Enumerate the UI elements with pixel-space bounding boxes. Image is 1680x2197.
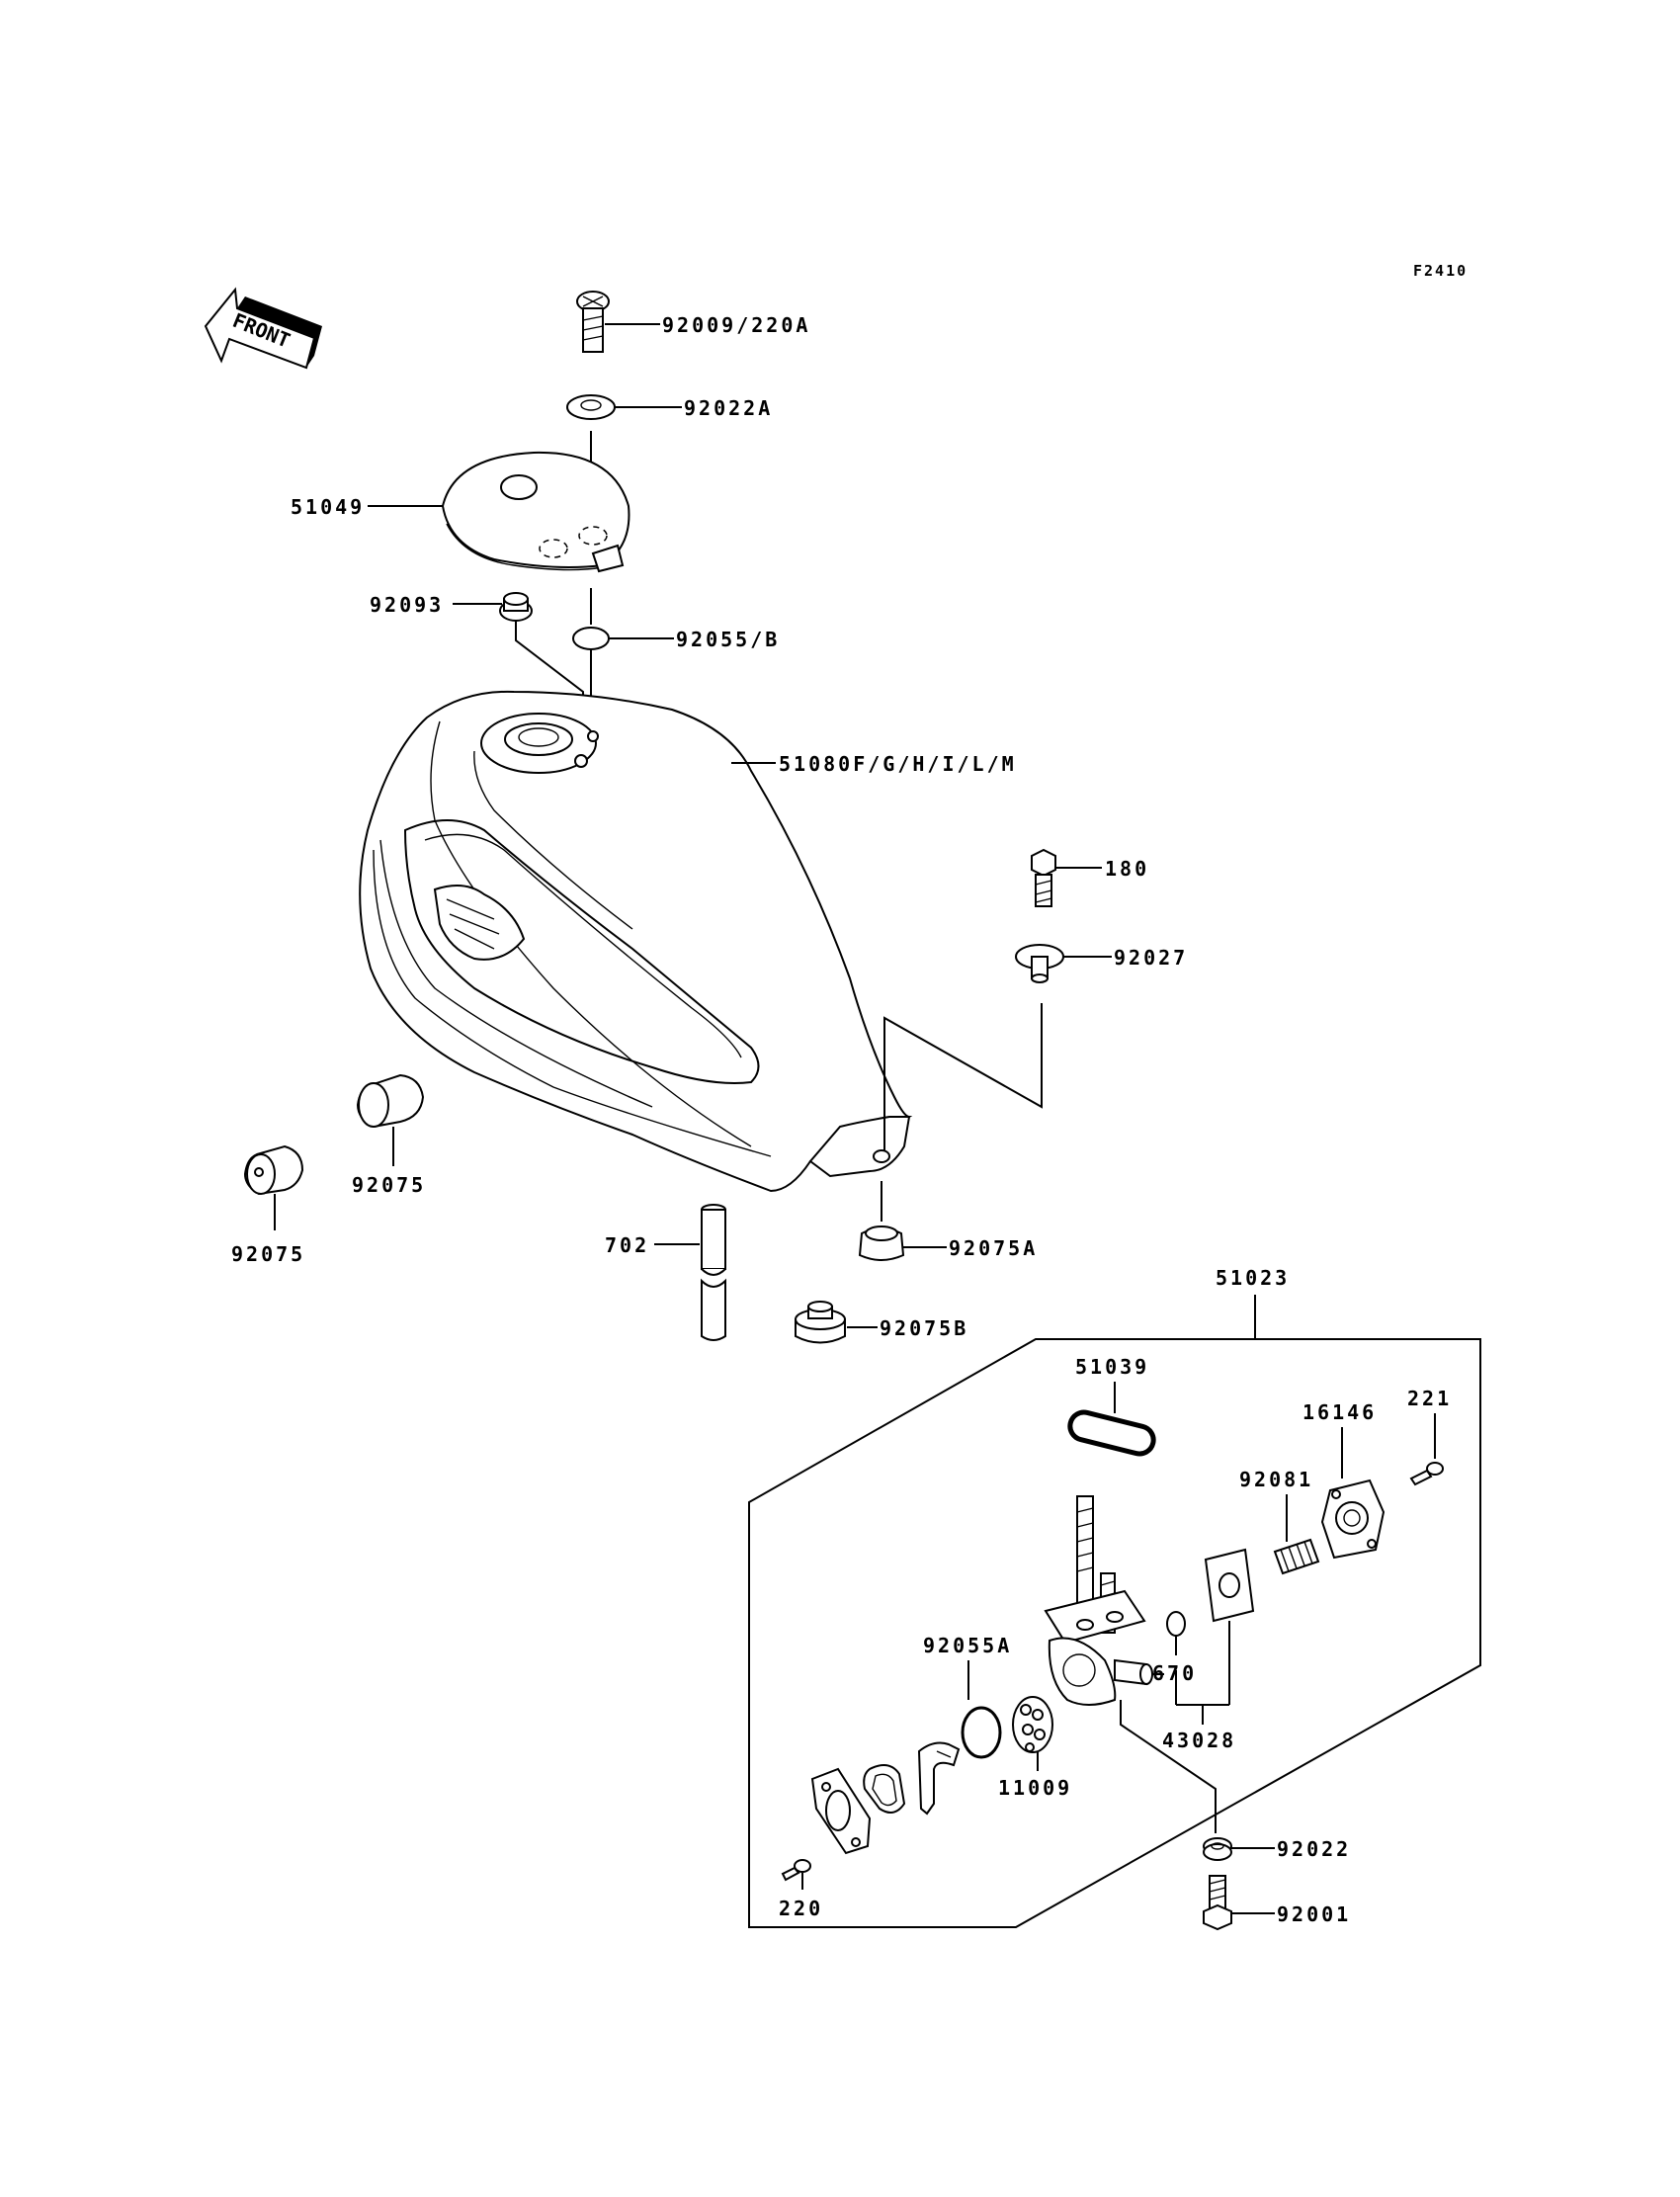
fuel-cock-assembly-outline — [748, 1338, 1481, 1928]
label-92081: 92081 — [1239, 1468, 1313, 1491]
label-180: 180 — [1105, 857, 1149, 881]
washer-92022A — [566, 394, 682, 420]
o-ring-92055A — [961, 1706, 1002, 1759]
label-51039: 51039 — [1075, 1355, 1149, 1379]
pipe-702 — [654, 1204, 726, 1341]
seal-gasket — [863, 1764, 906, 1814]
label-92009-220A: 92009/220A — [662, 313, 810, 337]
label-11009: 11009 — [998, 1776, 1072, 1800]
gasket-11009 — [1012, 1696, 1053, 1771]
bolt-92001 — [1203, 1875, 1275, 1931]
label-51049: 51049 — [291, 495, 365, 519]
bolt-180 — [1031, 848, 1102, 907]
label-221: 221 — [1407, 1387, 1452, 1410]
label-92001: 92001 — [1277, 1902, 1351, 1926]
lever — [917, 1741, 961, 1816]
gasket-51039 — [1067, 1409, 1156, 1457]
cover-16146 — [1320, 1479, 1386, 1560]
figure-code: F2410 — [1413, 262, 1468, 280]
label-92055-B: 92055/B — [676, 628, 780, 651]
grommet-92075B — [795, 1301, 878, 1344]
label-702: 702 — [605, 1233, 649, 1257]
washer-92022 — [1203, 1837, 1275, 1861]
label-16146: 16146 — [1302, 1400, 1377, 1424]
diaphragm-43028 — [1175, 1548, 1255, 1725]
screw-221 — [1409, 1462, 1444, 1486]
screw-220 — [781, 1859, 811, 1890]
label-92022: 92022 — [1277, 1837, 1351, 1861]
label-92075B: 92075B — [880, 1316, 968, 1340]
emblem-icon — [433, 885, 526, 961]
label-92022A: 92022A — [684, 396, 773, 420]
front-arrow-icon: FRONT — [204, 287, 322, 370]
spring-92081 — [1273, 1538, 1320, 1575]
label-220: 220 — [779, 1897, 823, 1920]
rubber-damper-92075-upper — [356, 1073, 425, 1166]
label-92027: 92027 — [1114, 946, 1188, 970]
label-92075-upper: 92075 — [352, 1173, 426, 1197]
fuel-cock-body — [1044, 1495, 1164, 1706]
label-92075A: 92075A — [949, 1236, 1038, 1260]
tank-cap-cover-51049 — [368, 451, 630, 573]
fuel-tank-51080 — [359, 690, 913, 1193]
rubber-damper-92075-lower — [243, 1144, 304, 1230]
grommet-92075A — [858, 1181, 947, 1261]
mounting-plate — [810, 1767, 872, 1855]
label-92055A: 92055A — [923, 1634, 1012, 1657]
label-51080: 51080F/G/H/I/L/M — [779, 752, 1017, 776]
bolt-92009 — [576, 291, 660, 353]
o-ring-670 — [1166, 1611, 1186, 1655]
collar-92027 — [1015, 944, 1112, 983]
label-43028: 43028 — [1162, 1729, 1236, 1752]
label-92093: 92093 — [370, 593, 444, 617]
label-51023: 51023 — [1216, 1266, 1290, 1290]
label-92075-lower: 92075 — [231, 1242, 305, 1266]
